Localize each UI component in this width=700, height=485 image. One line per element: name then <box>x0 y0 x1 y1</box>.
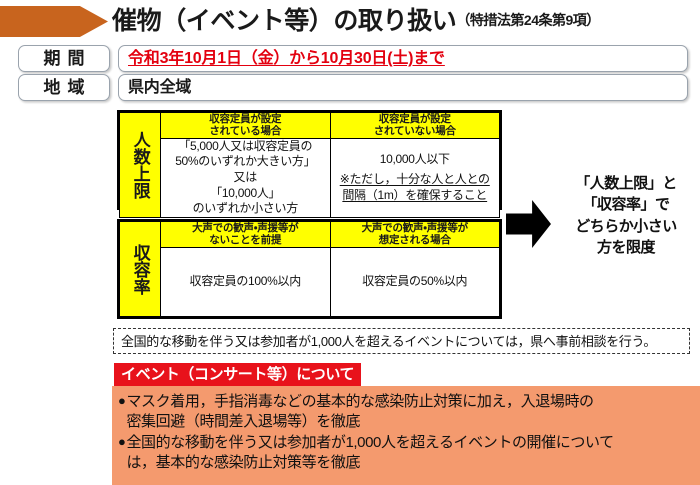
table-body-cell-0-1: 10,000人以下 ※ただし，十分な人と人との 間隔（1m）を確保すること <box>329 137 500 218</box>
table-header-cell-0-0: 収容定員が設定 されている場合 <box>160 112 331 139</box>
bullet-line-0-0: マスク着用，手指消毒などの基本的な感染防止対策に加え，入退場時の <box>126 393 594 410</box>
field-row-period: 期間 令和3年10月1日（金）から10月30日(土)まで <box>0 45 700 72</box>
prior-consultation-notice: 全国的な移動を伴う又は参加者が1,000人を超えるイベントについては，県へ事前相… <box>113 328 690 354</box>
prior-consultation-notice-text: 全国的な移動を伴う又は参加者が1,000人を超えるイベントについては，県へ事前相… <box>121 333 656 349</box>
table-body-line-0-1-0: 10,000人以下 <box>379 151 450 166</box>
table-header-line2-0-0: されている場合 <box>209 125 282 138</box>
bullet-marker-icon: ● <box>118 393 126 408</box>
table-header-line1-1-0: 大声での歓声・声援等が <box>192 222 299 234</box>
side-note-line-1: 「収容率」で <box>582 196 670 214</box>
side-note: 「人数上限」と 「収容率」で どちらか小さい 方を限度 <box>556 173 696 258</box>
table-body-line-0-0-1: 50%のいずれか大きい方」 <box>175 154 316 169</box>
table-header-cell-0-1: 収容定員が設定 されていない場合 <box>329 112 500 139</box>
table-header-line2-1-0: ないことを前提 <box>209 234 282 247</box>
capacity-limit-table: 人数上限 収容定員が設定 されている場合 収容定員が設定 されていない場合 「5… <box>117 110 502 218</box>
table-body-cell-0-0: 「5,000人又は収容定員の 50%のいずれか大きい方」 又は 「10,000人… <box>160 137 331 218</box>
table-body-line-1-1-0: 収容定員の50%以内 <box>362 274 468 289</box>
list-item: ● マスク着用，手指消毒などの基本的な感染防止対策に加え，入退場時の 密集回避（… <box>118 392 692 432</box>
event-section-banner-text: イベント（コンサート等）について <box>121 366 355 383</box>
table-header-line1-0-1: 収容定員が設定 <box>378 113 451 125</box>
field-row-area: 地域 県内全域 <box>0 74 700 101</box>
bullet-text-0: マスク着用，手指消毒などの基本的な感染防止対策に加え，入退場時の 密集回避（時間… <box>126 392 692 432</box>
table-side-label-cell-0: 人数上限 <box>119 112 161 218</box>
table-body-line-0-0-0: 「5,000人又は収容定員の <box>178 138 313 153</box>
table-body-cell-1-0: 収容定員の100%以内 <box>160 246 331 318</box>
event-section-banner: イベント（コンサート等）について <box>114 363 362 386</box>
page-title-legal-reference: （特措法第24条第9項） <box>456 12 600 28</box>
table-body-line-0-0-2: 又は <box>233 169 258 184</box>
table-side-label-0: 人数上限 <box>130 130 150 199</box>
table-body-note-line-0-1-1: 間隔（1m）を確保すること <box>342 188 488 203</box>
field-label-period: 期間 <box>43 49 92 68</box>
table-body-line-0-0-3: 「10,000人」 <box>210 185 281 200</box>
event-guidelines-panel: ● マスク着用，手指消毒などの基本的な感染防止対策に加え，入退場時の 密集回避（… <box>112 386 700 485</box>
bullet-line-1-0: 全国的な移動を伴う又は参加者が1,000人を超えるイベントの開催について <box>126 433 614 451</box>
table-header-cell-1-1: 大声での歓声・声援等が 想定される場合 <box>329 221 500 248</box>
bullet-text-1: 全国的な移動を伴う又は参加者が1,000人を超えるイベントの開催について は，基… <box>126 433 692 473</box>
page-title: 催物（イベント等）の取り扱い（特措法第24条第9項） <box>112 0 600 42</box>
side-note-line-3: 方を限度 <box>596 238 656 256</box>
capacity-rate-table: 収容率 大声での歓声・声援等が ないことを前提 大声での歓声・声援等が 想定され… <box>117 219 502 319</box>
bullet-marker-icon: ● <box>118 433 126 449</box>
table-side-label-1: 収容率 <box>130 243 150 295</box>
side-note-line-2: どちらか小さい <box>575 217 677 235</box>
table-header-line2-0-1: されていない場合 <box>373 125 456 138</box>
table-header-cell-1-0: 大声での歓声・声援等が ないことを前提 <box>160 221 331 248</box>
field-value-area: 県内全域 <box>128 78 192 96</box>
field-label-area: 地域 <box>43 78 92 97</box>
side-note-line-0: 「人数上限」と <box>575 175 677 192</box>
table-header-line1-0-0: 収容定員が設定 <box>209 113 282 125</box>
list-item: ● 全国的な移動を伴う又は参加者が1,000人を超えるイベントの開催について は… <box>118 433 692 473</box>
table-body-line-1-0-0: 収容定員の100%以内 <box>189 274 302 289</box>
table-side-label-cell-1: 収容率 <box>119 221 161 317</box>
table-header-line1-1-1: 大声での歓声・声援等が <box>361 222 469 234</box>
table-header-line2-1-1: 想定される場合 <box>378 234 451 247</box>
table-body-line-0-0-4: のいずれか小さい方 <box>192 201 299 216</box>
field-value-period-box: 令和3年10月1日（金）から10月30日(土)まで <box>118 45 688 72</box>
orange-arrow-tag-icon <box>0 6 108 37</box>
field-value-area-box: 県内全域 <box>118 74 688 101</box>
table-body-cell-1-1: 収容定員の50%以内 <box>329 246 500 318</box>
page-header: 催物（イベント等）の取り扱い（特措法第24条第9項） <box>0 0 700 42</box>
right-arrow-icon <box>506 200 551 248</box>
field-value-period: 令和3年10月1日（金）から10月30日(土)まで <box>128 49 445 67</box>
bullet-line-1-1: は，基本的な感染防止対策等を徹底 <box>126 453 361 471</box>
field-label-area-box: 地域 <box>18 74 110 101</box>
field-label-period-box: 期間 <box>18 45 110 72</box>
bullet-line-0-1: 密集回避（時間差入退場等）を徹底 <box>126 412 361 430</box>
table-body-note-line-0-1-0: ※ただし，十分な人と人との <box>339 172 490 187</box>
page-title-main: 催物（イベント等）の取り扱い <box>112 6 457 35</box>
